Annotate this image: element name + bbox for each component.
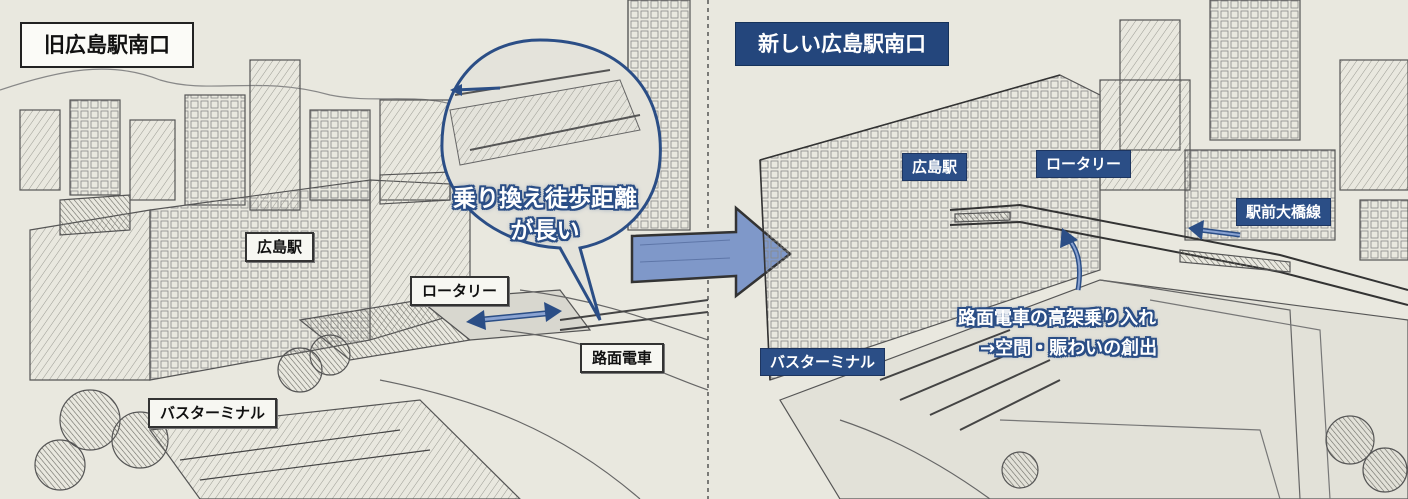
right-station-label: 広島駅 [902, 153, 968, 181]
transition-arrow [630, 205, 792, 299]
right-panel-title: 新しい広島駅南口 [735, 22, 949, 66]
elevated-entry-arrow [1060, 228, 1083, 291]
right-sketch [759, 0, 1408, 499]
left-bus-terminal-label: バスターミナル [148, 398, 278, 428]
left-tram-label: 路面電車 [580, 343, 665, 373]
callout-line-1: 乗り換え徒歩距離 [453, 186, 637, 212]
right-rotary-label: ロータリー [1036, 150, 1132, 178]
note-line-2: →空間・賑わいの創出 [980, 338, 1158, 359]
walk-distance-arrow [466, 302, 562, 330]
left-sketch [0, 0, 709, 499]
right-bus-terminal-label: バスターミナル [760, 348, 886, 376]
ekimae-line-arrow [1188, 220, 1241, 240]
left-rotary-label: ロータリー [410, 276, 510, 306]
left-station-label: 広島駅 [245, 232, 315, 262]
left-panel-title: 旧広島駅南口 [20, 22, 194, 68]
callout-bubble [440, 38, 662, 321]
note-line-1: 路面電車の高架乗り入れ [958, 308, 1156, 329]
callout-line-2: が長い [510, 218, 580, 244]
right-ekimae-line-label: 駅前大橋線 [1236, 198, 1332, 226]
